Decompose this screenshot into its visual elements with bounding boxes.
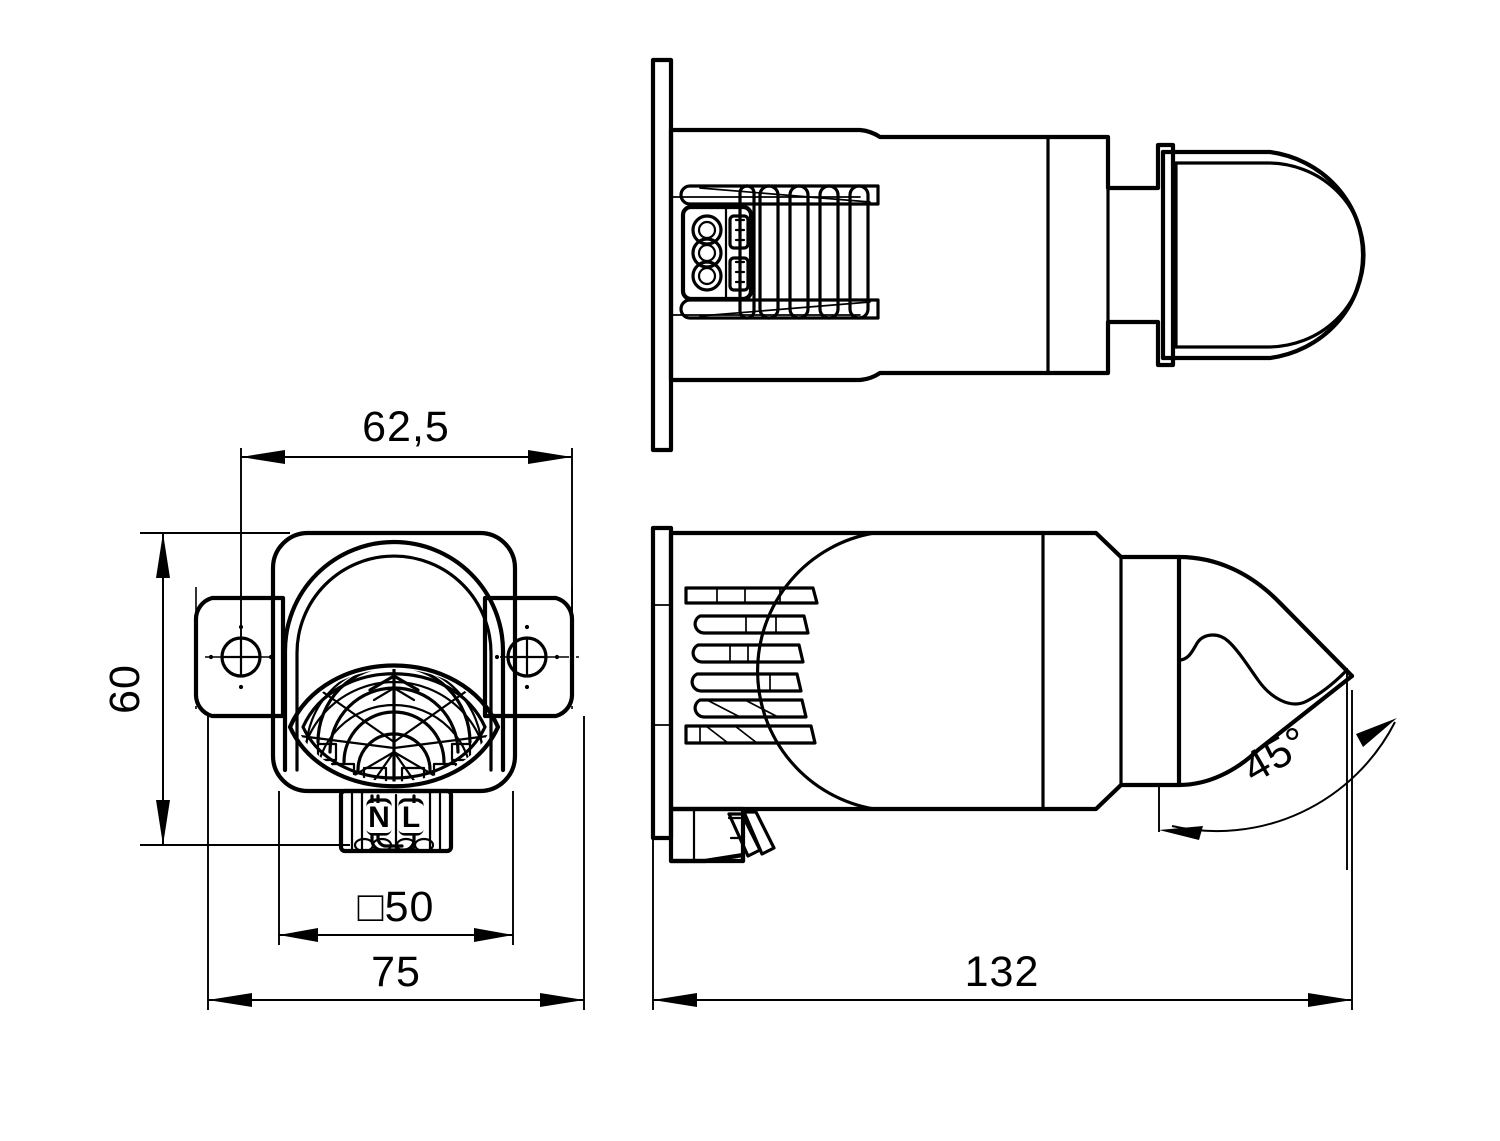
side-dome-boundary — [755, 531, 876, 811]
top-body-outline — [668, 127, 1176, 383]
ear-right-dot-bottom — [524, 684, 530, 690]
dim-132-arrow-right — [1308, 993, 1352, 1007]
top-view — [650, 57, 1366, 453]
mounting-ear-right — [482, 595, 575, 719]
sensor-hood — [282, 539, 506, 773]
dim-50-arrow-left — [279, 928, 318, 942]
dim-62-5-arrow-left — [241, 450, 285, 464]
terminal-label-n: N — [368, 801, 390, 834]
lens-fresnel-segments — [298, 669, 490, 782]
dim-45-arc — [1171, 721, 1396, 833]
ear-right-dot-top — [524, 624, 530, 630]
ear-right-dot-inner — [494, 654, 500, 660]
ear-left-dot-inner — [208, 654, 214, 660]
dimension-62-5: 62,5 — [240, 403, 573, 640]
dim-60-text: 60 — [101, 664, 149, 714]
mounting-ear-left — [193, 595, 286, 719]
dim-50-text: □50 — [358, 883, 435, 931]
dimension-132: 132 — [652, 690, 1353, 1010]
dimension-60: 60 — [101, 532, 350, 846]
dim-75-arrow-right — [540, 993, 584, 1007]
dim-45-arrow-start — [1159, 826, 1203, 840]
terminal-block-front: N L — [338, 788, 454, 854]
terminal-label-l: L — [402, 801, 420, 834]
top-ventilation-slots — [679, 184, 880, 320]
dimension-50-square: □50 — [278, 791, 514, 945]
sensor-lens — [287, 663, 501, 789]
top-terminal-block — [680, 204, 754, 302]
dimension-75: 75 — [207, 716, 585, 1010]
dim-75-arrow-left — [208, 993, 252, 1007]
dim-62-5-arrow-right — [528, 450, 572, 464]
dim-132-arrow-left — [653, 993, 697, 1007]
dim-62-5-text: 62,5 — [362, 403, 450, 451]
front-view: N L — [193, 530, 585, 854]
dim-45-arrow-end — [1356, 718, 1397, 747]
ear-right-dot-outer — [554, 654, 560, 660]
dim-60-arrow-bottom — [156, 800, 170, 845]
dim-132-text: 132 — [965, 948, 1040, 996]
ear-left-dot-bottom — [238, 684, 244, 690]
dim-50-arrow-right — [474, 928, 513, 942]
top-lens-head — [1160, 149, 1366, 361]
dim-60-arrow-top — [156, 533, 170, 578]
side-terminal-protrusion — [668, 806, 776, 864]
dim-75-text: 75 — [371, 948, 421, 996]
side-ventilation-slots — [684, 586, 819, 745]
side-lens-head-tilted — [1176, 554, 1355, 788]
side-view — [650, 525, 1355, 864]
